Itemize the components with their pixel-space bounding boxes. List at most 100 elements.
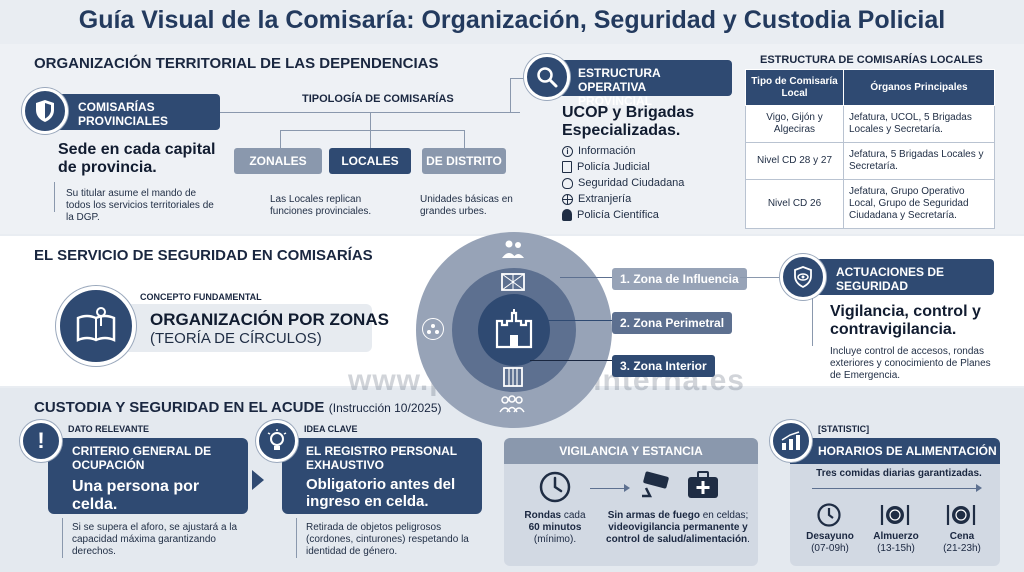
exclamation-icon: ! [20,420,62,462]
provinciales-note: Su titular asume el mando de todos los s… [66,188,214,223]
pill-de-distrito: DE DISTRITO [422,148,506,174]
globe-icon [562,193,573,205]
table-cell: Jefatura, UCOL, 5 Brigadas Locales y Sec… [843,105,995,143]
camera-icon [640,470,678,505]
table-cell: Jefatura, 5 Brigadas Locales y Secretarí… [843,142,995,180]
idea-note: Retirada de objetos peligrosos (cordones… [306,522,469,557]
ucop-item-policia-cientifica: Policía Científica [562,207,732,223]
table-row: Vigo, Gijón y Algeciras Jefatura, UCOL, … [745,105,995,143]
meal-cena: Cena(21-23h) [943,531,981,554]
concepto-box [100,304,372,352]
circle-zona-interior [478,294,550,366]
meal-desayuno: Desayuno(07-09h) [806,531,854,554]
connector-tipos [280,130,464,131]
dato-label: CRITERIO GENERAL DE OCUPACIÓN [72,444,212,472]
ucop-item-policia-judicial: Policía Judicial [562,159,732,175]
ucop-item-extranjeria: Extranjería [562,191,732,207]
vig-arrow-line [590,488,626,489]
medical-kit-icon [686,470,720,505]
table-cell: Nivel CD 26 [745,179,844,229]
fence-icon [500,272,526,297]
dato-big: Una persona por celda. [72,478,200,513]
idea-big: Obligatorio antes del ingreso en celda. [306,476,456,510]
connector-locales [370,112,371,148]
ucop-item-seguridad-ciudadana: Seguridad Ciudadana [562,175,732,191]
concepto-tag: CONCEPTO FUNDAMENTAL [140,292,262,302]
cell-icon [502,366,524,393]
connector-actuaciones [740,277,784,278]
dato-note: Si se supera el aforo, se ajustará a la … [72,522,238,557]
divider-dato [62,518,63,558]
provinciales-big-text: Sede en cada capital de provincia. [58,141,216,176]
horarios-timeline-arrow [976,484,982,492]
idea-card [282,438,482,514]
locales-note: Las Locales replican funciones provincia… [270,194,372,217]
vigilancia-label: VIGILANCIA Y ESTANCIA [504,438,758,464]
concepto-sub: (TEORÍA DE CÍRCULOS) [150,330,322,347]
eye-shield-icon [780,254,826,300]
tipologia-label: TIPOLOGÍA DE COMISARÍAS [298,93,458,105]
shield-icon [22,88,68,134]
concepto-big: ORGANIZACIÓN POR ZONAS [150,310,389,329]
zone-line-1 [560,277,612,278]
lightbulb-icon [256,420,298,462]
dato-tag: DATO RELEVANTE [68,424,150,434]
people-icon [500,238,526,265]
castle-icon [491,305,537,356]
table-cell: Jefatura, Grupo Operativo Local, Grupo d… [843,179,995,229]
arrow-right-icon [252,470,264,490]
magnifier-icon [524,54,570,100]
section-heading-territorial: ORGANIZACIÓN TERRITORIAL DE LAS DEPENDEN… [34,55,439,72]
vigilancia-rondas: Rondas cada 60 minutos (mínimo). [524,510,586,545]
group-icon [498,394,526,419]
provinciales-label: COMISARÍAS PROVINCIALES [48,94,220,130]
vigilancia-armas: Sin armas de fuego en celdas; videovigil… [606,510,750,545]
plate-cutlery-icon [946,502,976,533]
horarios-sub: Tres comidas diarias garantizadas. [816,468,982,479]
vig-arrow-head [624,484,630,492]
horarios-label: HORARIOS DE ALIMENTACIÓN [790,438,1000,464]
horarios-timeline [812,488,980,489]
horarios-tag: [STATISTIC] [818,424,870,434]
actuaciones-label: ACTUACIONES DE SEGURIDAD [806,259,994,295]
info-icon: i [562,145,573,157]
divider-provinciales [54,182,55,212]
idea-tag: IDEA CLAVE [304,424,358,434]
table-header-organos: Órganos Principales [843,69,995,106]
dato-card [48,438,248,514]
tabla-label: ESTRUCTURA DE COMISARÍAS LOCALES [760,54,983,66]
plate-cutlery-icon [880,502,910,533]
ucop-label: ESTRUCTURA OPERATIVA PROVINCIAL [548,60,732,108]
ucop-big-text: UCOP y Brigadas Especializadas. [562,104,695,139]
bar-chart-icon [770,420,812,462]
book-key-icon [56,286,136,366]
page-title: Guía Visual de la Comisaría: Organizació… [78,6,946,34]
table-header-tipo: Tipo de Comisaría Local [745,69,844,106]
network-icon [422,318,444,340]
connector-zonales [280,130,281,148]
meal-almuerzo: Almuerzo(13-15h) [873,531,919,554]
table-cell: Vigo, Gijón y Algeciras [745,105,844,143]
tabla-comisarias-locales: Tipo de Comisaría Local Órganos Principa… [745,69,995,229]
connector-ucop [510,78,511,112]
connector-ucop-h [510,78,532,79]
zone-label-perimetral: 2. Zona Perimetral [612,312,733,334]
table-row: Nivel CD 28 y 27 Jefatura, 5 Brigadas Lo… [745,142,995,180]
zone-line-3 [530,360,612,361]
divider-idea [296,518,297,558]
pill-locales: LOCALES [329,148,411,174]
pill-zonales: ZONALES [234,148,322,174]
actuaciones-big: Vigilancia, control y contravigilancia. [830,303,981,338]
distrito-note: Unidades básicas en grandes urbes. [420,194,513,217]
divider-actuaciones [812,298,813,346]
connector-distrito [464,130,465,148]
zone-label-influencia: 1. Zona de Influencia [612,268,747,290]
clock-icon [816,502,842,533]
table-header-row: Tipo de Comisaría Local Órganos Principa… [745,69,995,106]
section-heading-seguridad: EL SERVICIO DE SEGURIDAD EN COMISARÍAS [34,247,373,264]
zone-line-2 [540,320,612,321]
section-heading-custodia: CUSTODIA Y SEGURIDAD EN EL ACUDE (Instru… [34,399,442,416]
actuaciones-note: Incluye control de accesos, rondas exter… [830,346,991,381]
